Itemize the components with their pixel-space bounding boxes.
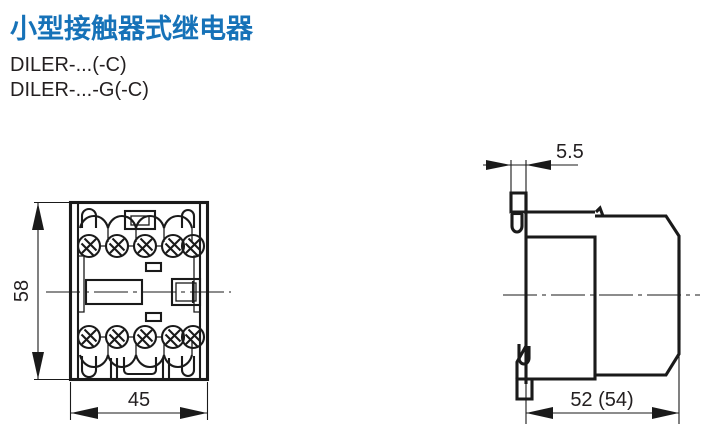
front-view-top-center-plate [123,209,157,231]
model-designation-list: DILER-...(-C) DILER-...-G(-C) [10,53,430,103]
dimension-52-54-arrow-right [652,407,679,419]
front-view-bottom-dividers [107,342,193,355]
front-view-top-terminal-block [78,207,196,242]
side-view-bottom-foot [515,344,534,401]
front-view-top-tab-right [180,208,196,228]
front-view-bottom-tab-center [122,357,158,376]
model-designation-line-1: DILER-...(-C) [10,53,127,76]
terminal-screw-icon [76,233,102,259]
dimension-5-5: 5.5 [483,141,584,192]
front-view-indicator-upper [144,261,163,273]
front-view-top-tab-left [80,207,98,228]
dimension-58: 58 [11,201,74,381]
terminal-screw-icon [160,233,186,259]
dimension-52-54: 52 (54) [525,344,680,424]
front-view-top-screw-row [76,233,206,259]
side-view-top-clip-hook [510,214,524,234]
front-view-bottom-screw-row [76,324,206,350]
side-view-mid-housing [527,235,597,381]
dimension-52-54-arrow-left [526,407,553,419]
front-view-bottom-tab-right [180,356,196,378]
dimension-58-extension-lines [34,201,74,381]
dimension-58-arrow-bottom [32,352,44,379]
terminal-screw-icon [104,324,130,350]
technical-drawings-svg: 58 45 [11,141,700,424]
front-view-bottom-terminal-block [78,342,196,380]
dimension-5-5-label: 5.5 [556,141,584,163]
front-view-middle-section [46,261,231,323]
front-view-body-outline [68,200,210,382]
terminal-screw-icon [76,324,102,350]
front-view-group: 58 45 [11,200,231,420]
front-view-bottom-tab-left [80,356,98,379]
front-view-indicator-lower [144,311,163,323]
side-view-foot-outline [515,377,534,401]
side-view-foot-ramp [515,345,528,379]
header-block: 小型接触器式继电器 DILER-...(-C) DILER-...-G(-C) [10,14,430,103]
dimension-45-label: 45 [128,389,150,411]
dimension-45-arrow-left [71,407,98,419]
dimension-45: 45 [69,382,209,420]
dimension-52-54-extension-lines [525,344,680,424]
dimension-5-5-arrow-right [526,160,551,170]
side-view-top-clip-body [509,191,528,214]
front-view-top-dividers [107,228,193,242]
terminal-screw-icon [132,233,158,259]
front-view-top-center-plate-inner [130,215,150,226]
dimension-52-54-label: 52 (54) [570,389,633,411]
dimension-58-arrow-top [32,203,44,230]
side-view-front-body-top-notch [594,205,605,217]
side-view-top-clip [509,191,595,234]
page-title: 小型接触器式继电器 [10,14,253,44]
model-designation-line-2: DILER-...-G(-C) [10,79,149,102]
dimension-58-label: 58 [11,280,33,302]
terminal-screw-icon [132,324,158,350]
dimension-45-arrow-right [180,407,207,419]
terminal-screw-icon [104,233,130,259]
side-view-group: 5.5 52 (54) [483,141,700,424]
drawings-area: 58 45 [0,132,712,434]
dimension-45-extension-lines [69,382,209,420]
dimension-5-5-arrow-left [486,160,511,170]
front-view-bottom-mounting-slots [109,358,171,380]
terminal-screw-icon [160,324,186,350]
front-view-left-rail-notch [78,255,85,313]
